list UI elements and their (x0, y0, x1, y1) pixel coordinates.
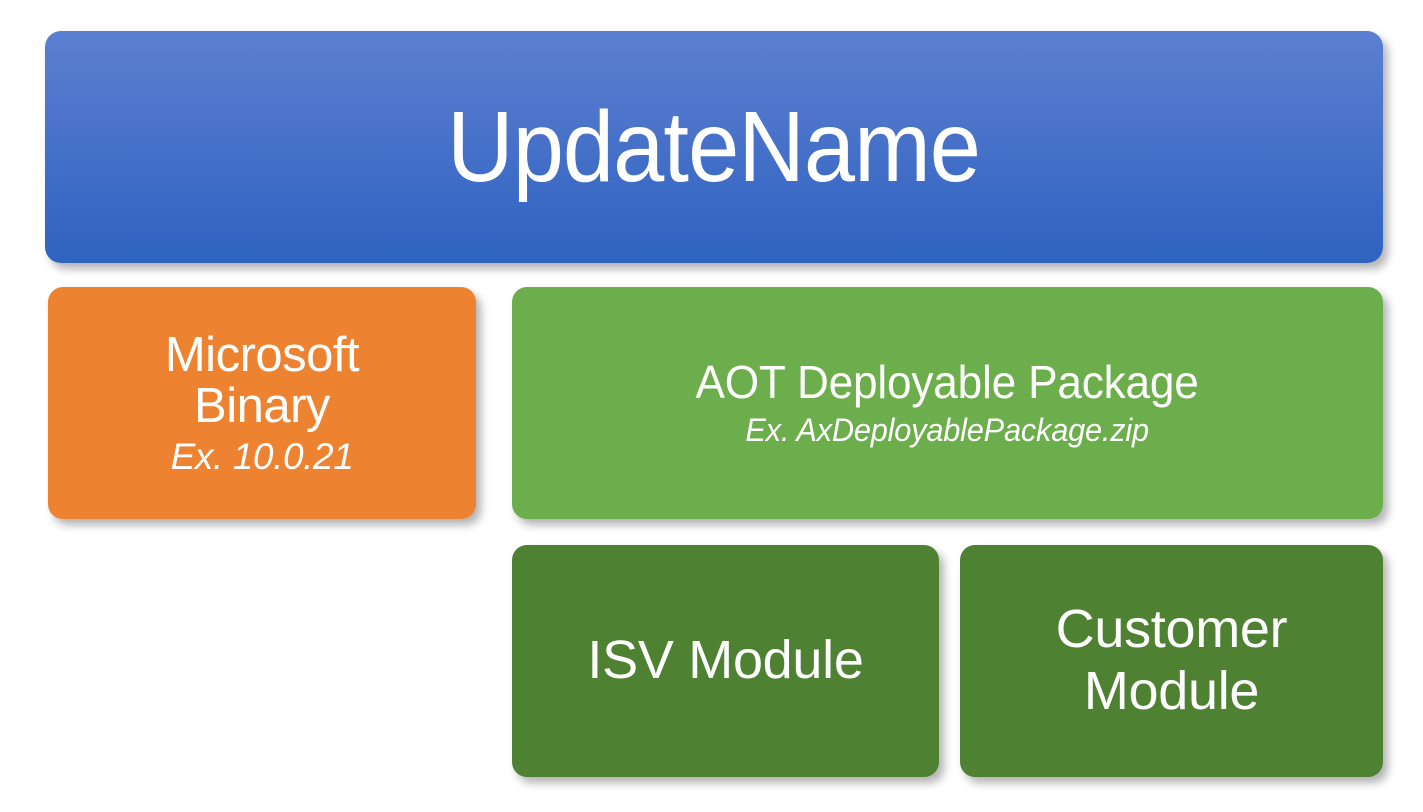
node-isv-module-title: ISV Module (587, 630, 864, 691)
node-microsoft-binary[interactable]: Microsoft Binary Ex. 10.0.21 (48, 287, 476, 519)
node-aot-deployable-package-subtitle: Ex. AxDeployablePackage.zip (745, 411, 1150, 448)
node-update-name-label: UpdateName (447, 91, 982, 203)
node-microsoft-binary-title-line-2: Binary (194, 378, 330, 433)
node-microsoft-binary-title-line-1: Microsoft (164, 327, 360, 382)
node-microsoft-binary-subtitle: Ex. 10.0.21 (170, 435, 354, 477)
node-customer-module-title-line-2: Module (1083, 661, 1260, 721)
node-aot-deployable-package-title: AOT Deployable Package (695, 355, 1200, 408)
node-update-name[interactable]: UpdateName (45, 31, 1383, 263)
node-customer-module[interactable]: Customer Module (960, 545, 1383, 777)
node-isv-module[interactable]: ISV Module (512, 545, 939, 777)
node-customer-module-title-line-1: Customer (1055, 599, 1288, 660)
node-aot-deployable-package[interactable]: AOT Deployable Package Ex. AxDeployableP… (512, 287, 1383, 519)
